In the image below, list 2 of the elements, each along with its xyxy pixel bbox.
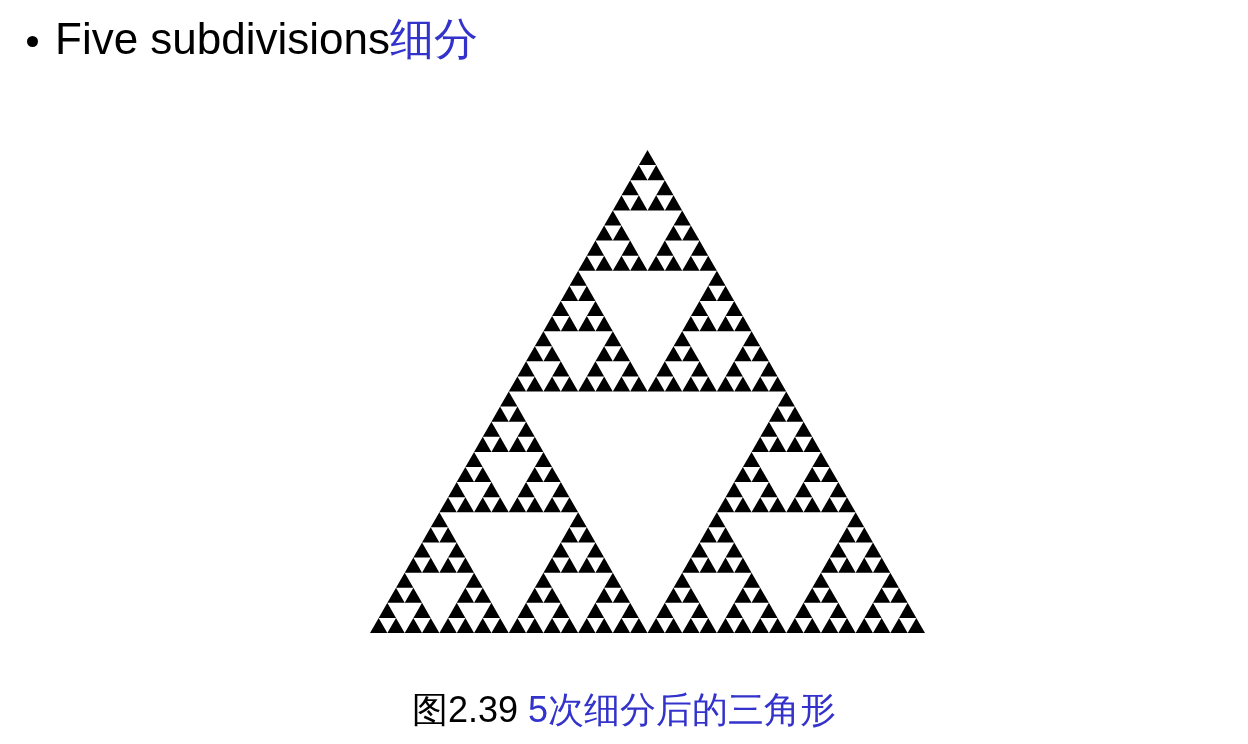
slide-title: Five subdivisions细分 bbox=[55, 13, 479, 65]
figure-caption: 图2.39 5次细分后的三角形 bbox=[410, 688, 838, 732]
